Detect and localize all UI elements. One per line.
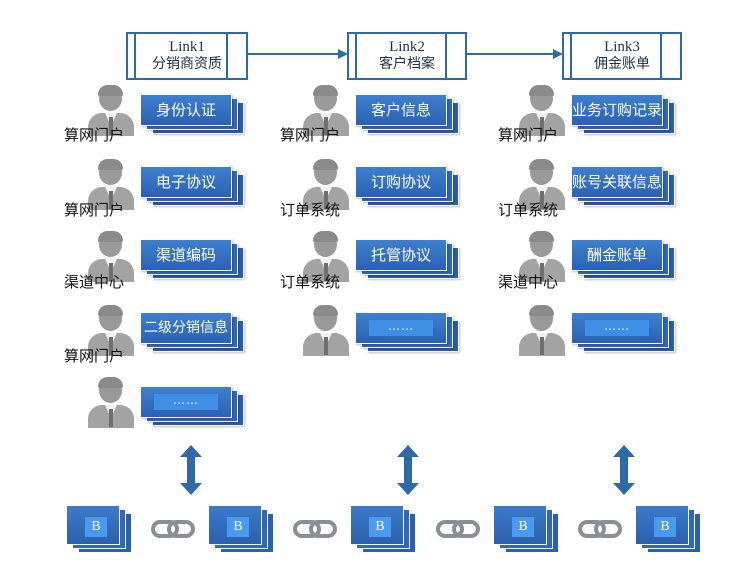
- data-card-more: ……: [355, 312, 459, 352]
- card-label: 客户信息: [370, 101, 431, 119]
- source-label: 订单系统: [498, 201, 559, 219]
- user-icon: [88, 159, 134, 210]
- link2-subtitle: 客户档案: [379, 56, 435, 72]
- data-card-more: ……: [571, 312, 675, 352]
- card-label: 电子协议: [155, 173, 216, 191]
- data-card-more: ……: [140, 386, 244, 426]
- data-card: 二级分销信息: [140, 312, 244, 352]
- user-icon: [88, 305, 134, 356]
- card-label: 订购协议: [370, 173, 431, 191]
- block-label: B: [512, 517, 534, 537]
- link1-subtitle: 分销商资质: [152, 56, 222, 72]
- block: B: [350, 505, 416, 553]
- block-label: B: [227, 517, 249, 537]
- block-label: B: [654, 517, 676, 537]
- ellipsis: ……: [154, 394, 218, 410]
- chain-link-icon: [578, 520, 622, 538]
- link3-subtitle: 佣金账单: [594, 56, 650, 72]
- user-icon: [303, 231, 349, 282]
- source-label: 渠道中心: [498, 273, 559, 291]
- block: B: [66, 505, 132, 553]
- data-card: 电子协议: [140, 166, 244, 206]
- data-card: 客户信息: [355, 94, 459, 134]
- data-card: 托管协议: [355, 239, 459, 279]
- source-label: 算网门户: [280, 126, 341, 144]
- user-icon: [519, 85, 565, 136]
- block-label: B: [85, 517, 107, 537]
- user-icon: [303, 85, 349, 136]
- ellipsis: ……: [369, 320, 433, 336]
- data-card: 业务订购记录: [571, 94, 675, 134]
- data-card: 订购协议: [355, 166, 459, 206]
- data-card: 身份认证: [140, 94, 244, 134]
- card-label: 酬金账单: [586, 246, 647, 264]
- user-icon: [519, 159, 565, 210]
- link1-box: Link1 分销商资质: [126, 32, 248, 80]
- link-arrows: [248, 49, 563, 59]
- link3-title: Link3: [604, 39, 640, 55]
- source-label: 算网门户: [64, 347, 125, 365]
- card-label: 账号关联信息: [571, 173, 662, 191]
- data-card: 渠道编码: [140, 239, 244, 279]
- block-label: B: [369, 517, 391, 537]
- block: B: [493, 505, 559, 553]
- card-label: 托管协议: [370, 246, 431, 264]
- user-icon: [519, 305, 565, 356]
- ellipsis: ……: [585, 320, 649, 336]
- card-label: 二级分销信息: [144, 320, 228, 336]
- user-icon: [303, 305, 349, 356]
- user-icon: [88, 377, 134, 428]
- data-card: 账号关联信息: [571, 166, 675, 206]
- block: B: [635, 505, 701, 553]
- user-icon: [519, 231, 565, 282]
- source-label: 渠道中心: [64, 273, 125, 291]
- card-label: 身份认证: [155, 101, 216, 119]
- chain-link-icon: [293, 520, 337, 538]
- chain-link-icon: [151, 520, 195, 538]
- link3-box: Link3 佣金账单: [562, 32, 682, 80]
- source-label: 算网门户: [64, 126, 125, 144]
- data-card: 酬金账单: [571, 239, 675, 279]
- double-arrow-icon: [613, 445, 635, 495]
- user-icon: [88, 231, 134, 282]
- source-label: 订单系统: [280, 201, 341, 219]
- double-arrow-icon: [180, 445, 202, 495]
- card-label: 渠道编码: [155, 246, 216, 264]
- double-arrow-icon: [397, 445, 419, 495]
- card-label: 业务订购记录: [571, 101, 662, 119]
- chain-link-icon: [436, 520, 480, 538]
- link2-title: Link2: [389, 39, 425, 55]
- link1-title: Link1: [169, 39, 205, 55]
- source-label: 订单系统: [280, 273, 341, 291]
- block: B: [208, 505, 274, 553]
- link2-box: Link2 客户档案: [347, 32, 467, 80]
- user-icon: [303, 159, 349, 210]
- user-icon: [88, 85, 134, 136]
- source-label: 算网门户: [498, 126, 559, 144]
- source-label: 算网门户: [64, 201, 125, 219]
